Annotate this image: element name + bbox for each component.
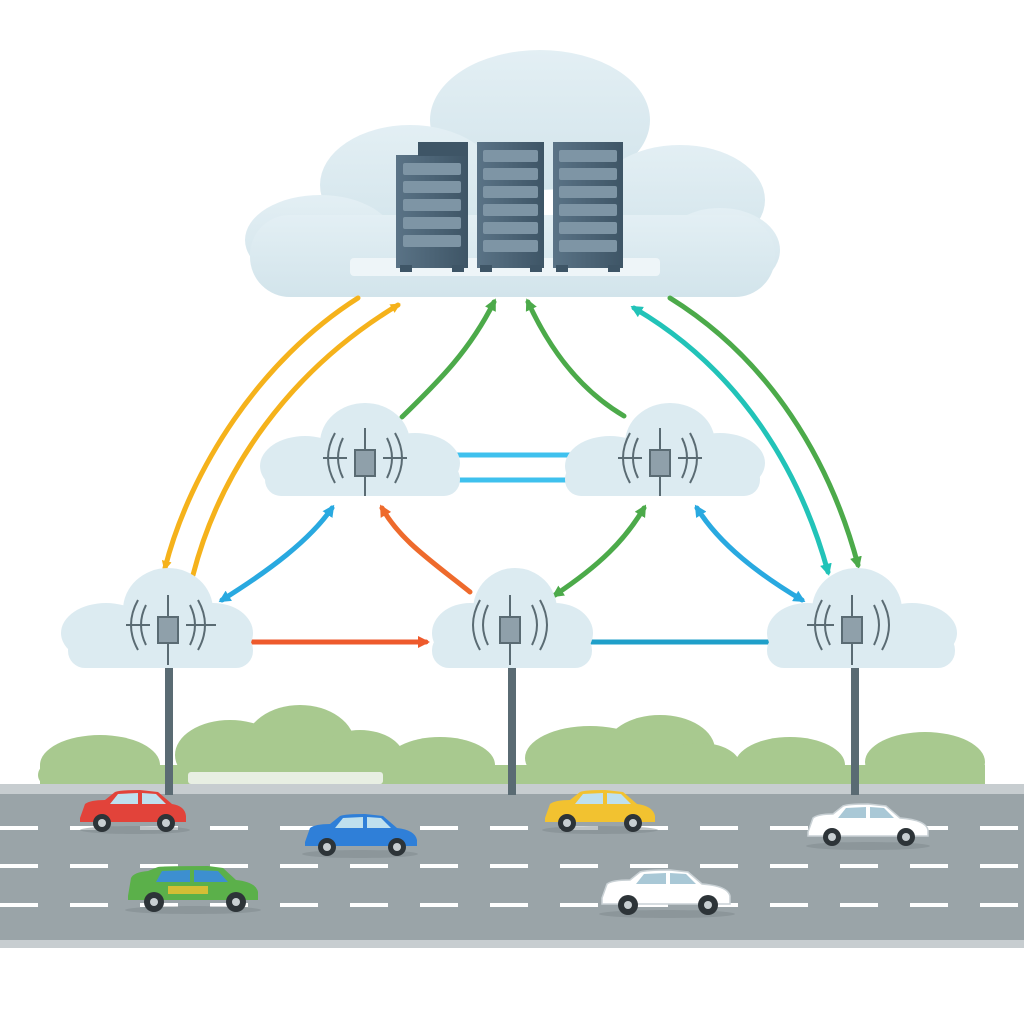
link-cloud-edge-bottom-right xyxy=(630,305,832,576)
cell-tower-icon xyxy=(618,428,702,496)
cell-tower-icon xyxy=(323,428,407,496)
server-rack-icon xyxy=(396,142,468,272)
car-icon xyxy=(302,814,418,858)
link-edge-bottom-center-edge-top-left xyxy=(379,504,473,595)
server-rack-icon xyxy=(477,142,544,272)
link-cloud-edge-bottom-left xyxy=(161,295,361,571)
cell-tower-icon xyxy=(807,595,890,665)
link-edge-bottom-right-edge-top-right xyxy=(694,504,806,603)
link-cloud-edge-bottom-right-green xyxy=(667,295,862,569)
link-edge-bottom-left-cloud xyxy=(190,302,401,578)
edge-node-bottom-left xyxy=(61,568,253,668)
edge-node-top-left xyxy=(260,403,460,496)
edge-node-top-right xyxy=(565,403,765,496)
cloud-icon xyxy=(767,568,957,668)
link-edge-top-right-cloud xyxy=(525,298,627,419)
edge-node-bottom-center xyxy=(432,568,593,668)
edge-node-bottom-right xyxy=(767,568,957,668)
car-icon xyxy=(599,869,735,918)
car-icon xyxy=(80,790,190,834)
car-icon xyxy=(125,866,261,914)
cell-tower-icon xyxy=(472,595,548,665)
vehicles xyxy=(80,790,930,918)
link-edge-top-left-cloud xyxy=(399,298,497,420)
cell-tower-icon xyxy=(126,595,216,665)
cloud-icon xyxy=(432,568,593,668)
link-edge-bottom-center-edge-top-right xyxy=(551,504,647,598)
link-edge-bottom-left-edge-top-left xyxy=(218,504,335,603)
tower-poles xyxy=(165,640,859,795)
roadside-barrier xyxy=(188,772,383,784)
car-icon xyxy=(806,803,930,850)
cloud-icon xyxy=(565,403,765,496)
car-icon xyxy=(542,790,658,834)
server-rack-icon xyxy=(553,142,623,272)
cloud-data-center xyxy=(245,50,780,297)
